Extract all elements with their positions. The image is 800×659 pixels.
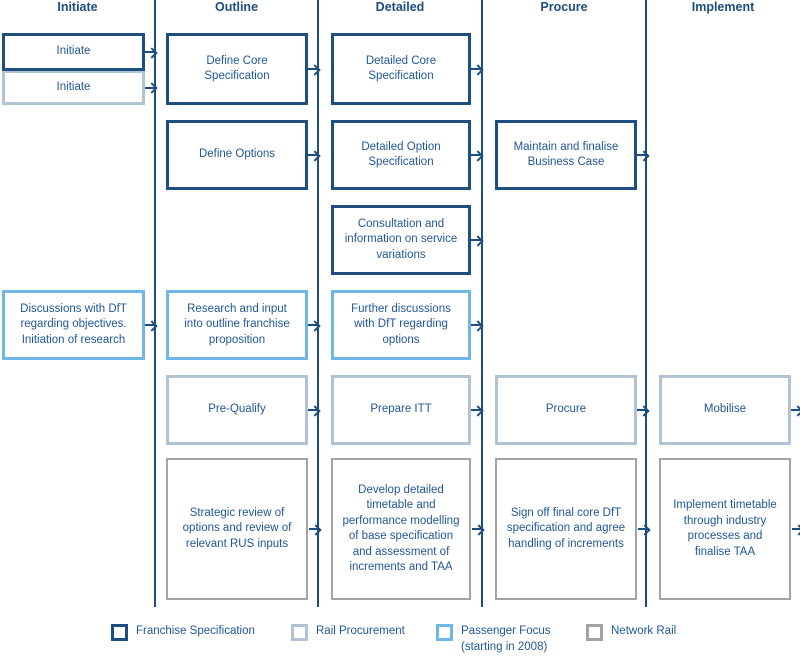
network-rail-swatch-icon [586, 624, 603, 641]
process-box-define-options: Define Options [166, 120, 319, 190]
column-header-implement: Implement [691, 0, 755, 14]
process-box-label: Research and input into outline franchis… [184, 302, 290, 346]
column-divider [481, 0, 483, 607]
process-box-pre-qualify: Pre-Qualify [166, 375, 319, 445]
process-box-label: Initiate [56, 80, 91, 93]
process-box-implement-timetable: Implement timetable through industry pro… [659, 458, 800, 600]
legend-item-rail-procurement: Rail Procurement [291, 623, 405, 641]
process-box-label: Sign off final core DfT specification an… [506, 506, 626, 550]
process-box-label: Mobilise [703, 403, 747, 416]
process-box-label: Define Core Specification [204, 54, 270, 83]
column-header-outline: Outline [214, 0, 259, 14]
process-box-develop-detailed-timetable: Develop detailed timetable and performan… [331, 458, 483, 600]
process-box-detailed-core-specification: Detailed Core Specification [331, 33, 482, 105]
process-box-label: Prepare ITT [370, 403, 432, 416]
process-box-label: Initiate [56, 45, 91, 58]
process-box-procure: Procure [495, 375, 648, 445]
process-box-label: Develop detailed timetable and performan… [342, 483, 460, 574]
column-divider [645, 0, 647, 607]
arrow-right-icon [471, 149, 484, 161]
arrow-right-icon [471, 404, 484, 416]
process-box-label: Implement timetable through industry pro… [673, 499, 777, 558]
process-box-prepare-itt: Prepare ITT [331, 375, 482, 445]
arrow-right-icon [145, 82, 158, 94]
process-box-discussions-with-dft: Discussions with DfT regarding objective… [2, 290, 156, 360]
arrow-right-icon [638, 523, 651, 535]
arrow-right-icon [471, 319, 484, 331]
process-box-label: Detailed Core Specification [365, 54, 437, 83]
legend-label-line1: Passenger Focus [461, 625, 551, 637]
arrow-right-icon [308, 63, 321, 75]
arrow-right-icon [471, 63, 484, 75]
process-box-label: Strategic review of options and review o… [182, 506, 292, 550]
column-divider [154, 0, 156, 607]
column-header-initiate: Initiate [57, 0, 98, 14]
legend-item-passenger-focus: Passenger Focus (starting in 2008) [436, 623, 551, 655]
column-header-detailed: Detailed [375, 0, 425, 14]
column-header-procure: Procure [540, 0, 588, 14]
process-box-initiate-franchise: Initiate [2, 33, 156, 71]
arrow-right-icon [309, 523, 322, 535]
process-box-further-discussions-dft: Further discussions with DfT regarding o… [331, 290, 482, 360]
legend-label: Rail Procurement [316, 625, 405, 637]
process-box-label: Detailed Option Specification [361, 140, 441, 169]
legend-item-franchise-specification: Franchise Specification [111, 623, 255, 641]
column-divider [317, 0, 319, 607]
process-box-maintain-business-case: Maintain and finalise Business Case [495, 120, 648, 190]
arrow-right-icon [308, 319, 321, 331]
franchise-specification-swatch-icon [111, 624, 128, 641]
process-box-label: Procure [545, 403, 587, 416]
arrow-right-icon [471, 234, 484, 246]
legend-label: Franchise Specification [136, 625, 255, 637]
process-box-label: Pre-Qualify [208, 403, 266, 416]
process-box-label: Maintain and finalise Business Case [513, 140, 619, 169]
process-box-consultation-service-variations: Consultation and information on service … [331, 205, 482, 275]
process-box-strategic-review-rus: Strategic review of options and review o… [166, 458, 320, 600]
arrow-right-icon [145, 46, 158, 58]
rail-procurement-swatch-icon [291, 624, 308, 641]
arrow-right-icon [308, 149, 321, 161]
arrow-right-icon [145, 319, 158, 331]
legend-label: Passenger Focus (starting in 2008) [461, 623, 551, 655]
process-box-label: Consultation and information on service … [344, 217, 458, 261]
process-box-mobilise: Mobilise [659, 375, 800, 445]
passenger-focus-swatch-icon [436, 624, 453, 641]
arrow-right-icon [792, 523, 800, 535]
process-box-define-core-specification: Define Core Specification [166, 33, 319, 105]
legend-label: Network Rail [611, 625, 677, 637]
legend-item-network-rail: Network Rail [586, 623, 676, 641]
arrow-right-icon [308, 404, 321, 416]
process-box-label: Further discussions with DfT regarding o… [351, 302, 451, 346]
process-box-initiate-procurement: Initiate [2, 70, 156, 105]
process-box-label: Discussions with DfT regarding objective… [20, 302, 127, 346]
process-box-detailed-option-specification: Detailed Option Specification [331, 120, 482, 190]
arrow-right-icon [637, 404, 650, 416]
arrow-right-icon [472, 523, 485, 535]
process-box-sign-off-final-core: Sign off final core DfT specification an… [495, 458, 649, 600]
process-box-label: Define Options [198, 148, 276, 161]
legend-label-line2: (starting in 2008) [461, 641, 548, 653]
arrow-right-icon [791, 404, 800, 416]
arrow-right-icon [637, 149, 650, 161]
process-box-research-outline-franchise: Research and input into outline franchis… [166, 290, 319, 360]
